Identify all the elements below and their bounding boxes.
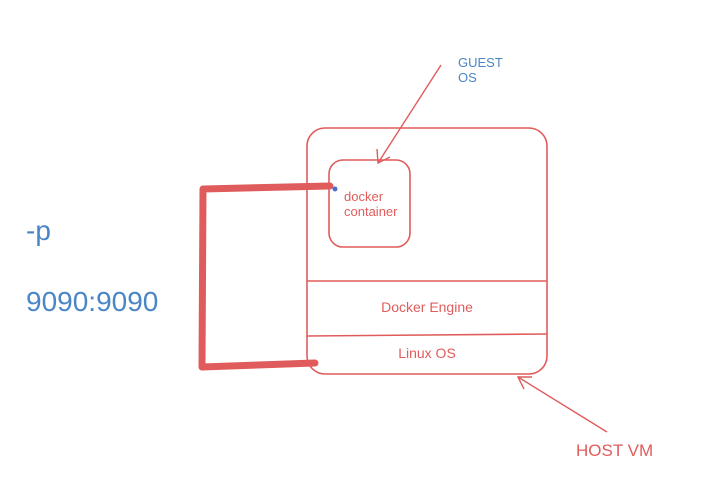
docker-container-label: docker container [344, 189, 398, 219]
port-flag-label: -p [26, 215, 51, 246]
connector-endpoint-dot [332, 186, 338, 192]
guest-os-arrow [376, 64, 442, 165]
host-vm-box [306, 127, 548, 375]
host-vm-arrow [516, 376, 608, 433]
engine-bottom-divider [306, 333, 548, 337]
docker-engine-label: Docker Engine [381, 299, 473, 315]
docker-container-box [328, 159, 411, 248]
host-vm-label: HOST VM [576, 441, 654, 460]
port-mapping-connector [198, 182, 334, 371]
guest-os-label: GUEST OS [458, 55, 503, 85]
port-mapping-label: 9090:9090 [26, 286, 159, 317]
linux-os-label: Linux OS [398, 345, 456, 361]
